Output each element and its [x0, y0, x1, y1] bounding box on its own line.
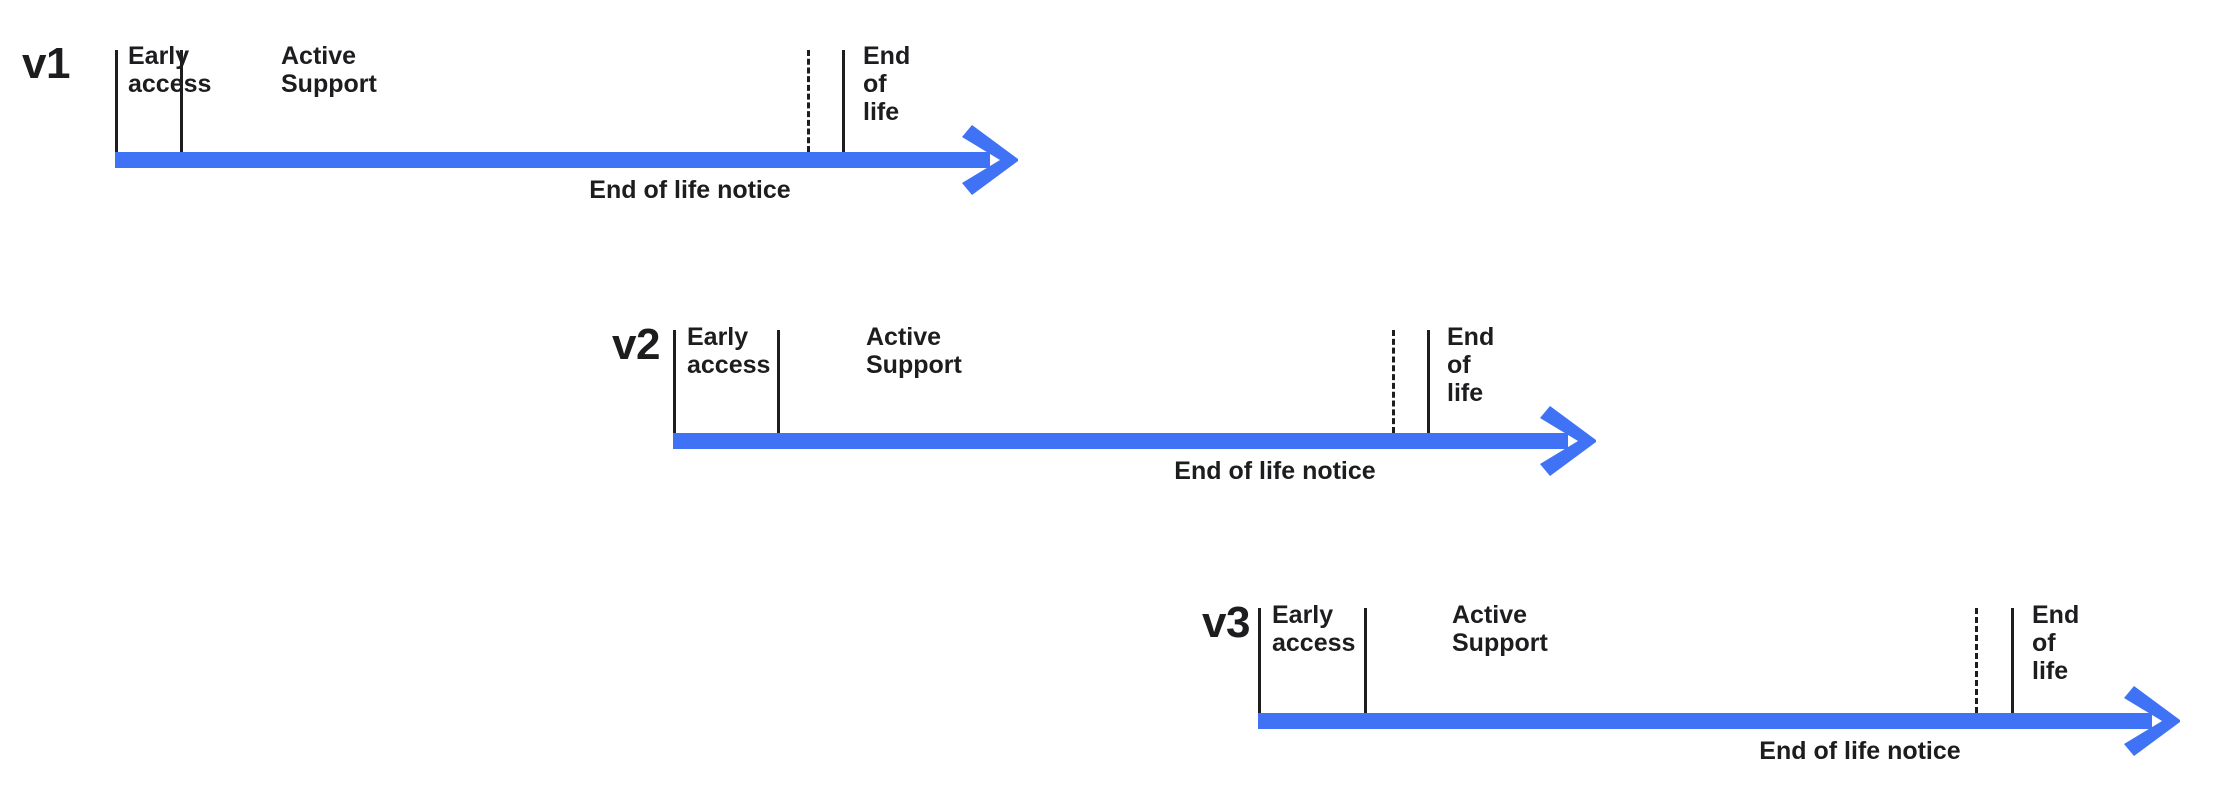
version-label-v1: v1 [22, 39, 70, 88]
end-of-life-notice-label-v1: End of life notice [589, 176, 791, 204]
divider-dashed-end-of-life-notice-start-v1 [807, 50, 810, 152]
end-of-life-notice-label-v3: End of life notice [1759, 737, 1961, 765]
divider-active-support-v3 [1364, 608, 1367, 713]
arrow-head-icon-v2 [1540, 404, 1598, 478]
version-label-v3: v3 [1202, 598, 1250, 647]
divider-early-access-v2 [673, 330, 676, 433]
divider-early-access-v3 [1258, 608, 1261, 713]
phase-label-early-access-v1: Early access [128, 42, 212, 98]
phase-label-end-of-life-v1: End of life [863, 42, 911, 126]
phase-label-active-support-v2: Active Support [866, 323, 962, 379]
divider-dashed-end-of-life-notice-start-v2 [1392, 330, 1395, 433]
lifecycle-bar-v3 [1258, 713, 2152, 729]
end-of-life-notice-label-v2: End of life notice [1174, 457, 1376, 485]
arrow-head-icon-v1 [962, 123, 1020, 197]
phase-label-active-support-v3: Active Support [1452, 601, 1548, 657]
divider-end-of-life-v2 [1427, 330, 1430, 433]
divider-end-of-life-v3 [2011, 608, 2014, 713]
version-label-v2: v2 [612, 320, 660, 369]
divider-end-of-life-v1 [842, 50, 845, 152]
divider-dashed-end-of-life-notice-start-v3 [1975, 608, 1978, 713]
lifecycle-bar-v2 [673, 433, 1568, 449]
divider-active-support-v2 [777, 330, 780, 433]
phase-label-early-access-v3: Early access [1272, 601, 1356, 657]
phase-label-end-of-life-v3: End of life [2032, 601, 2080, 685]
phase-label-active-support-v1: Active Support [281, 42, 377, 98]
divider-early-access-v1 [115, 50, 118, 152]
lifecycle-bar-v1 [115, 152, 990, 168]
phase-label-early-access-v2: Early access [687, 323, 771, 379]
phase-label-end-of-life-v2: End of life [1447, 323, 1495, 407]
arrow-head-icon-v3 [2124, 684, 2182, 758]
divider-active-support-v1 [180, 50, 183, 152]
